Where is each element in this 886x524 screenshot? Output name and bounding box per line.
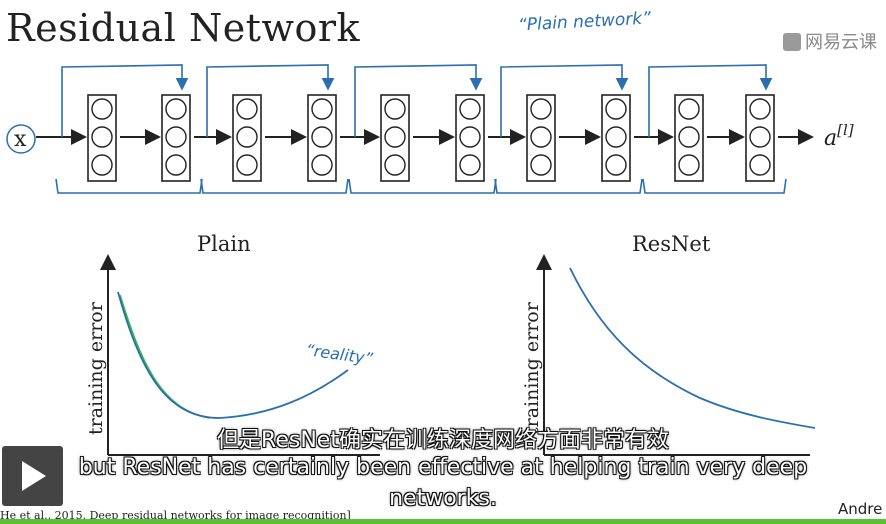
layer-box bbox=[307, 94, 337, 182]
residual-block-bracket bbox=[200, 178, 349, 194]
neuron bbox=[678, 126, 700, 148]
neuron bbox=[236, 154, 258, 176]
watermark-text: 网易云课 bbox=[805, 32, 877, 53]
slide-title: Residual Network bbox=[6, 6, 361, 50]
layer-box bbox=[161, 94, 191, 182]
resnet-curve bbox=[569, 267, 816, 429]
neuron bbox=[605, 154, 627, 176]
residual-block-bracket bbox=[348, 178, 497, 194]
layer-box bbox=[87, 94, 117, 182]
neuron bbox=[236, 126, 258, 148]
neuron bbox=[678, 98, 700, 120]
skip-connection bbox=[206, 64, 335, 137]
play-icon bbox=[22, 461, 46, 491]
neuron bbox=[384, 98, 406, 120]
layer-box bbox=[380, 94, 410, 182]
residual-block-bracket bbox=[55, 178, 203, 194]
plain-graph: training error “reality” bbox=[85, 254, 380, 456]
neuron bbox=[459, 126, 481, 148]
plain-network-note: “Plain network” bbox=[517, 8, 652, 36]
plain-reality-curve bbox=[117, 291, 349, 419]
plain-graph-title: Plain bbox=[197, 232, 251, 256]
resnet-ylabel: training error bbox=[521, 301, 543, 435]
neuron bbox=[749, 154, 771, 176]
layer-box bbox=[455, 94, 485, 182]
neuron bbox=[165, 154, 187, 176]
neuron bbox=[311, 98, 333, 120]
resnet-graph-title: ResNet bbox=[632, 232, 711, 256]
neuron bbox=[165, 126, 187, 148]
input-circle bbox=[6, 124, 36, 154]
neuron bbox=[165, 98, 187, 120]
neuron bbox=[91, 154, 113, 176]
layer-box bbox=[601, 94, 631, 182]
neuron bbox=[459, 154, 481, 176]
diagram-layers bbox=[36, 64, 787, 194]
resnet-graph: training error bbox=[521, 254, 816, 456]
residual-block-bracket bbox=[494, 178, 643, 194]
network-diagram: x a[l] bbox=[6, 64, 854, 194]
neuron bbox=[384, 126, 406, 148]
layer-box bbox=[674, 94, 704, 182]
skip-connection bbox=[61, 64, 189, 137]
neuron bbox=[605, 126, 627, 148]
neuron bbox=[530, 154, 552, 176]
output-label: a[l] bbox=[824, 121, 854, 151]
neuron bbox=[384, 154, 406, 176]
neuron bbox=[530, 126, 552, 148]
play-button[interactable] bbox=[2, 446, 63, 506]
plain-theory-curve bbox=[119, 294, 211, 419]
neuron bbox=[605, 98, 627, 120]
author-name: Andre bbox=[838, 500, 883, 518]
neuron bbox=[749, 126, 771, 148]
layer-box bbox=[232, 94, 262, 182]
watermark: 网易云课 bbox=[783, 28, 877, 54]
neuron bbox=[678, 154, 700, 176]
neuron bbox=[311, 154, 333, 176]
plain-ylabel: training error bbox=[85, 301, 107, 435]
neuron bbox=[311, 126, 333, 148]
neuron bbox=[459, 98, 481, 120]
skip-connection bbox=[648, 64, 773, 137]
neuron bbox=[91, 126, 113, 148]
layer-box bbox=[745, 94, 775, 182]
neuron bbox=[91, 98, 113, 120]
skip-connection bbox=[500, 64, 629, 137]
reality-note: “reality” bbox=[304, 340, 374, 368]
logo-icon bbox=[783, 33, 801, 51]
subtitle-chinese: 但是ResNet确实在训练深度网络方面非常有效 bbox=[217, 428, 669, 453]
neuron bbox=[530, 98, 552, 120]
residual-block-bracket bbox=[642, 178, 787, 194]
subtitle-english-line2: networks. bbox=[389, 486, 497, 511]
citation: He et al., 2015. Deep residual networks … bbox=[0, 509, 351, 522]
neuron bbox=[236, 98, 258, 120]
layer-box bbox=[526, 94, 556, 182]
subtitle-english-line1: but ResNet has certainly been effective … bbox=[78, 455, 808, 480]
skip-connection bbox=[354, 64, 483, 137]
progress-fill bbox=[0, 519, 886, 524]
neuron bbox=[749, 98, 771, 120]
input-label: x bbox=[14, 127, 27, 152]
